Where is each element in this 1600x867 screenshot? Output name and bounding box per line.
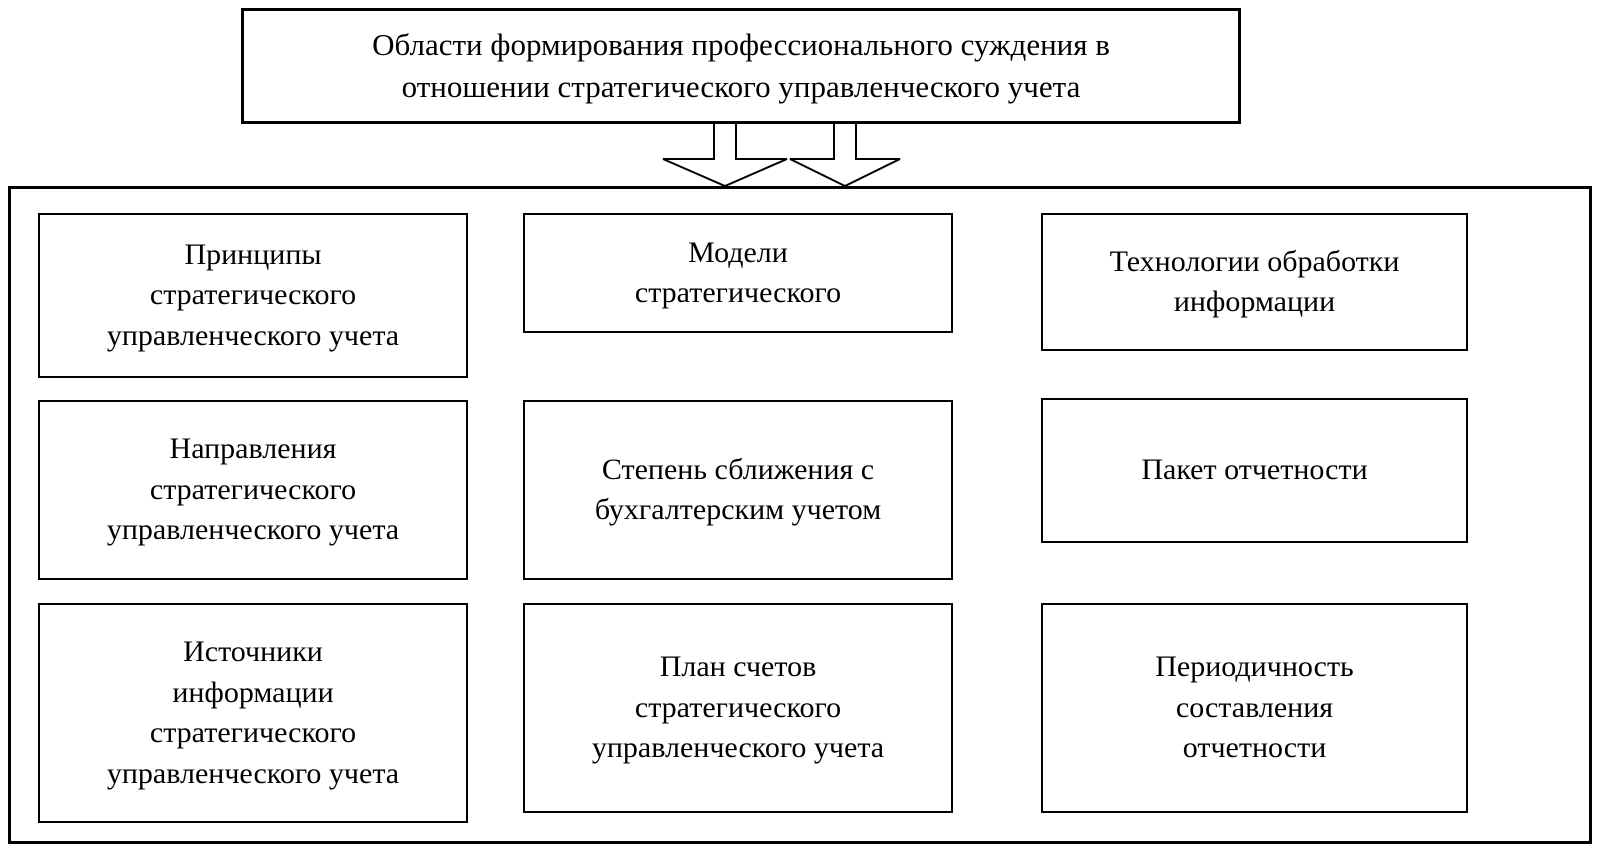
box-reporting-package: Пакет отчетности: [1041, 398, 1468, 543]
down-arrows-icon: [662, 123, 901, 188]
box-convergence-label: Степень сближения с бухгалтерским учетом: [594, 452, 882, 527]
box-principles: Принципы стратегического управленческого…: [38, 213, 468, 378]
box-technologies: Технологии обработки информации: [1041, 213, 1468, 351]
box-reporting-periodicity: Периодичность составления отчетности: [1041, 603, 1468, 813]
box-reporting-periodicity-label: Периодичность составления отчетности: [1155, 650, 1354, 765]
box-chart-of-accounts: План счетов стратегического управленческ…: [523, 603, 953, 813]
box-directions: Направления стратегического управленческ…: [38, 400, 468, 580]
box-chart-of-accounts-label: План счетов стратегического управленческ…: [591, 650, 885, 765]
box-models: Модели стратегического: [523, 213, 953, 333]
diagram-title-text: Области формирования профессионального с…: [372, 27, 1110, 104]
box-principles-label: Принципы стратегического управленческого…: [106, 237, 400, 352]
box-directions-label: Направления стратегического управленческ…: [106, 432, 400, 547]
box-reporting-package-label: Пакет отчетности: [1141, 453, 1368, 487]
down-arrow-icon: [662, 123, 788, 188]
down-arrow-icon: [789, 123, 901, 188]
box-information-sources-label: Источники информации стратегического упр…: [106, 635, 400, 790]
diagram-title-box: Области формирования профессионального с…: [241, 8, 1241, 124]
diagram-areas-container: Принципы стратегического управленческого…: [8, 186, 1592, 844]
box-information-sources: Источники информации стратегического упр…: [38, 603, 468, 823]
box-models-label: Модели стратегического: [634, 235, 842, 310]
box-convergence: Степень сближения с бухгалтерским учетом: [523, 400, 953, 580]
box-technologies-label: Технологии обработки информации: [1109, 244, 1400, 319]
